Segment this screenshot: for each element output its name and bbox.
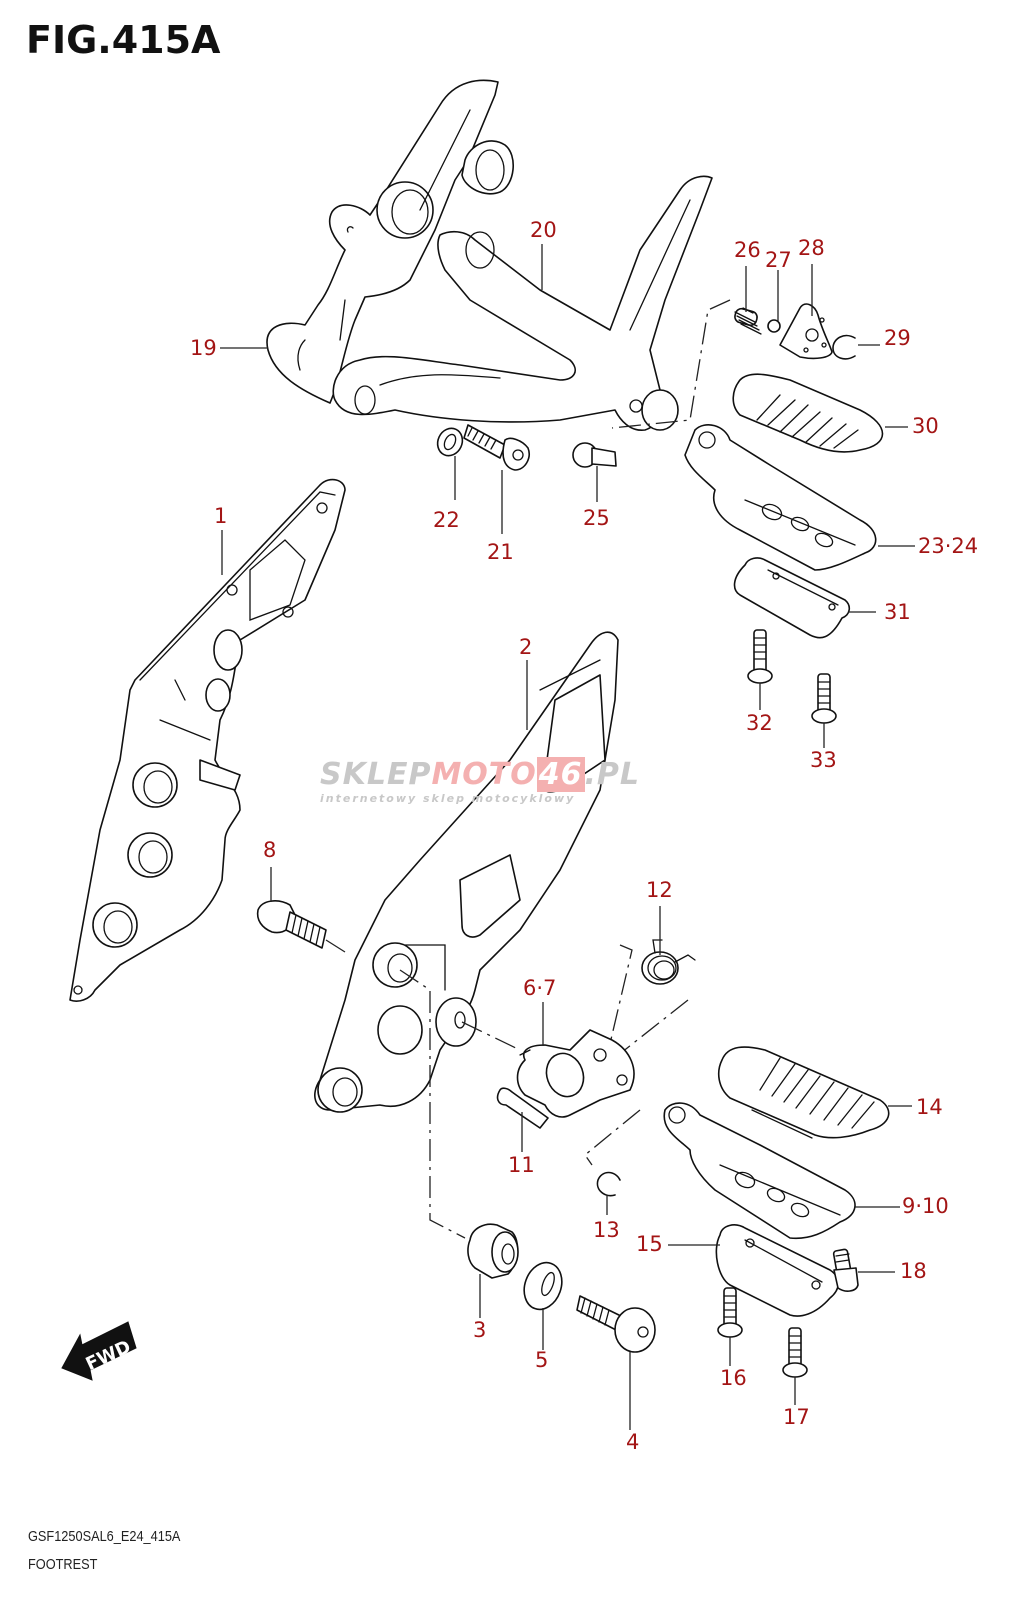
part-31-plate[interactable] (733, 557, 851, 639)
callout-9-10[interactable]: 9·10 (902, 1194, 949, 1218)
callout-25[interactable]: 25 (583, 506, 610, 530)
callout-33[interactable]: 33 (810, 748, 837, 772)
callout-16[interactable]: 16 (720, 1366, 747, 1390)
callout-13[interactable]: 13 (593, 1218, 620, 1242)
part-3-collar[interactable] (467, 1223, 519, 1279)
part-19-rear-bracket-left[interactable] (266, 79, 514, 404)
part-18-bolt[interactable] (832, 1248, 859, 1292)
part-6-7-holder[interactable] (516, 1029, 635, 1118)
callout-21[interactable]: 21 (487, 540, 514, 564)
figure-title: FIG.415A (26, 18, 221, 62)
callout-26[interactable]: 26 (734, 238, 761, 262)
part-32-screw[interactable] (747, 629, 773, 684)
callout-31[interactable]: 31 (884, 600, 911, 624)
part-23-24-rear-footrest[interactable] (684, 424, 877, 571)
callout-18[interactable]: 18 (900, 1259, 927, 1283)
part-22-washer[interactable] (433, 424, 467, 460)
part-28-plate[interactable] (779, 303, 833, 360)
part-9-10-front-footrest[interactable] (663, 1102, 856, 1240)
part-1-front-bracket-left[interactable] (69, 478, 346, 1002)
assembly-line-e-ring (584, 1109, 641, 1166)
assembly-line-collar (399, 969, 466, 1239)
callout-29[interactable]: 29 (884, 326, 911, 350)
callout-6-7[interactable]: 6·7 (523, 976, 557, 1000)
part-15-plate[interactable] (715, 1224, 840, 1317)
callout-30[interactable]: 30 (912, 414, 939, 438)
part-26-spring[interactable] (734, 307, 762, 335)
part-11-pin[interactable] (496, 1087, 549, 1129)
callout-20[interactable]: 20 (530, 218, 557, 242)
callout-11[interactable]: 11 (508, 1153, 535, 1177)
assembly-line-rear-pin (611, 299, 731, 429)
part-14-front-footrest-rubber[interactable] (717, 1046, 890, 1139)
callout-27[interactable]: 27 (765, 248, 792, 272)
callout-22[interactable]: 22 (433, 508, 460, 532)
part-30-rear-footrest-rubber[interactable] (732, 373, 884, 453)
part-16-screw[interactable] (717, 1287, 743, 1338)
callout-23-24[interactable]: 23·24 (918, 534, 979, 558)
callout-4[interactable]: 4 (626, 1430, 640, 1454)
part-27-ball[interactable] (767, 319, 781, 333)
callout-19[interactable]: 19 (190, 336, 217, 360)
callout-1[interactable]: 1 (214, 504, 228, 528)
callout-28[interactable]: 28 (798, 236, 825, 260)
part-21-bolt[interactable] (463, 424, 530, 471)
model-code: GSF1250SAL6_E24_415A (28, 1528, 181, 1545)
forward-arrow-icon: FWD (61, 1321, 137, 1381)
part-8-bolt[interactable] (256, 900, 346, 953)
callout-14[interactable]: 14 (916, 1095, 943, 1119)
part-13-e-ring[interactable] (596, 1171, 621, 1197)
part-2-front-bracket-right[interactable] (314, 631, 619, 1113)
callout-2[interactable]: 2 (519, 635, 533, 659)
callout-32[interactable]: 32 (746, 711, 773, 735)
part-12-spring[interactable] (641, 939, 696, 985)
callout-3[interactable]: 3 (473, 1318, 487, 1342)
part-25-pin[interactable] (572, 442, 617, 468)
part-29-e-ring[interactable] (832, 334, 856, 360)
part-33-screw[interactable] (811, 673, 837, 724)
callout-15[interactable]: 15 (636, 1232, 663, 1256)
part-5-washer[interactable] (518, 1257, 568, 1314)
part-20-rear-bracket-right[interactable] (332, 175, 713, 431)
part-4-bolt[interactable] (576, 1295, 656, 1353)
callout-12[interactable]: 12 (646, 878, 673, 902)
callout-5[interactable]: 5 (535, 1348, 549, 1372)
part-17-screw[interactable] (782, 1327, 808, 1378)
callout-17[interactable]: 17 (783, 1405, 810, 1429)
section-name: FOOTREST (28, 1556, 98, 1573)
callout-8[interactable]: 8 (263, 838, 277, 862)
assembly-line-holder (461, 1021, 521, 1051)
